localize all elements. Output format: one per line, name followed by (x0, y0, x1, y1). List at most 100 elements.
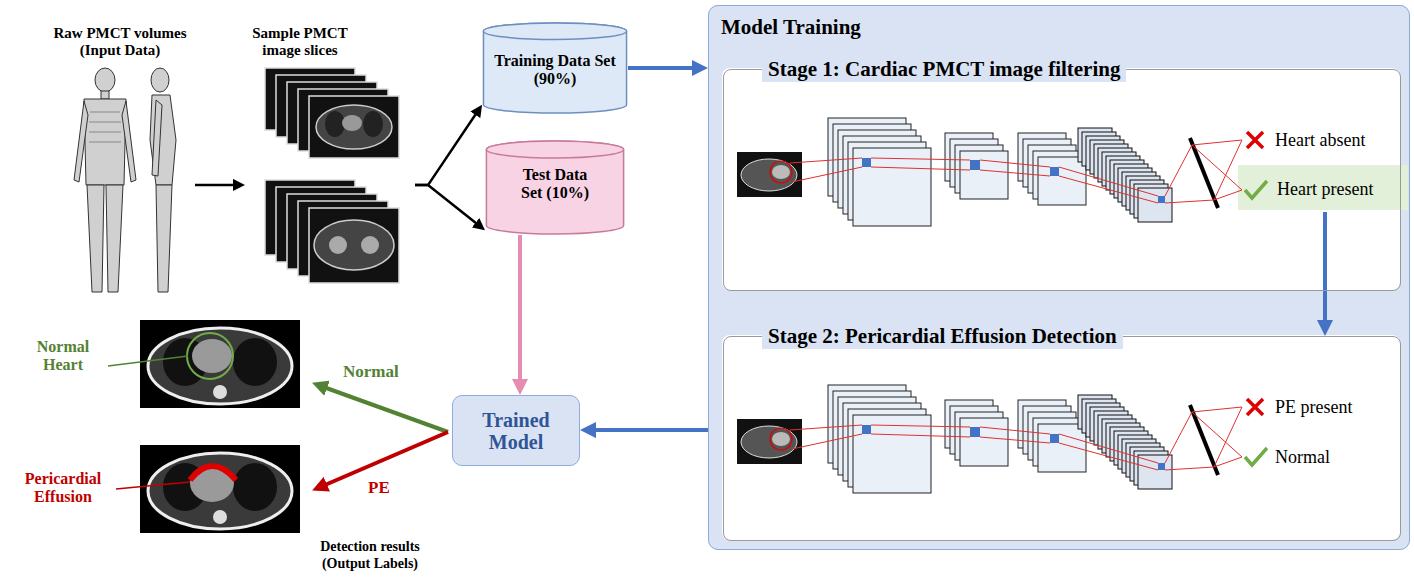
lung (363, 111, 383, 137)
connector-arrow (415, 185, 480, 226)
label: PE present (1275, 395, 1352, 419)
leader-line (116, 482, 190, 489)
label: Normal (343, 362, 399, 382)
head (151, 68, 169, 92)
spine (213, 385, 227, 399)
connector-arrow (628, 66, 700, 70)
cylinder-body (486, 141, 623, 234)
stage-box: Stage 2: Pericardial Effusion Detection (723, 336, 1401, 541)
label-holder: PE (368, 478, 390, 498)
conn-line (980, 160, 1050, 167)
stage-fill (722, 335, 1400, 540)
input-image (737, 152, 802, 197)
pelvis-slices (265, 180, 399, 283)
body-outline (314, 220, 394, 270)
conn-line (1214, 190, 1242, 200)
cnn-figure (737, 118, 1267, 226)
node-text: Raw PMCT volumes (Input Data) (45, 25, 195, 59)
label: Pericardial Effusion (14, 470, 112, 506)
conn-line (792, 167, 862, 182)
conn-line (980, 170, 1050, 176)
conn-line (1192, 145, 1242, 190)
label-holder: Normal Heart (22, 338, 104, 374)
bone (329, 236, 347, 254)
leg (106, 185, 123, 292)
conn-line (871, 158, 970, 160)
torso (150, 95, 176, 185)
body-side (150, 68, 176, 292)
body-front (74, 68, 136, 292)
bone (361, 236, 379, 254)
output-pe-image (140, 445, 300, 533)
label: Detection results (Output Labels) (298, 538, 442, 572)
stage-box: Stage 1: Cardiac PMCT image filteringHea… (723, 69, 1401, 291)
conn-line (1059, 167, 1158, 196)
image-group: Sample PMCT image slices (245, 25, 415, 295)
conn-line (1214, 140, 1242, 200)
node-text: Stage 2: Pericardial Effusion Detection (762, 323, 1123, 349)
cylinder-top (486, 141, 623, 158)
label: PE (368, 478, 390, 498)
chest-slices (265, 68, 399, 158)
cnn-figure (737, 385, 1267, 493)
arm (122, 101, 136, 182)
connector-arrow (195, 184, 239, 187)
connector-arrow (415, 110, 479, 185)
ct-frame (140, 320, 300, 408)
heart (342, 115, 362, 131)
node-text: Model Training (721, 14, 861, 40)
kernel (862, 158, 871, 167)
heart-circle (187, 333, 233, 379)
leader-line (108, 356, 188, 366)
torso (84, 99, 126, 185)
result-box: Heart present (1240, 167, 1410, 212)
label-holder: Heart absent (1275, 128, 1365, 152)
conn-line (1059, 176, 1158, 203)
arm (152, 100, 162, 176)
feature-map (960, 151, 1008, 199)
cylinder-body (483, 23, 626, 113)
neck (101, 91, 109, 99)
check-mark (1245, 181, 1267, 198)
conv-layer (945, 133, 1008, 199)
kernel (1050, 167, 1059, 176)
ct-frame (140, 445, 300, 533)
cross-mark (1247, 132, 1263, 148)
conv-layer (1078, 128, 1172, 222)
label-holder: Detection results (Output Labels) (298, 538, 442, 572)
body-outline (148, 453, 292, 529)
cylinder-top (483, 23, 626, 40)
database-cylinder: Training Data Set (90%) (482, 22, 628, 114)
connector-arrow (588, 428, 708, 432)
label: Heart absent (1275, 128, 1365, 152)
heart (772, 165, 790, 179)
kernel (1158, 196, 1165, 203)
database-cylinder: Test Data Set (10%) (485, 140, 625, 235)
leg (87, 185, 104, 292)
panel-fill (708, 5, 1410, 550)
output-normal-image (140, 320, 300, 408)
label-holder: Normal (343, 362, 399, 382)
lung (325, 111, 345, 137)
body-outline (316, 105, 392, 149)
lung (233, 338, 277, 386)
node-text: Sample PMCT image slices (245, 25, 355, 59)
dense-layer (1190, 138, 1218, 208)
node-text: Test Data Set (10%) (515, 166, 595, 202)
conn-line (1165, 200, 1214, 203)
slice (309, 96, 399, 158)
output-arrow (318, 385, 448, 432)
node-text: Stage 1: Cardiac PMCT image filtering (762, 56, 1126, 82)
training-panel: Model TrainingStage 1: Cardiac PMCT imag… (708, 5, 1410, 550)
conn-line (871, 167, 970, 170)
conv-layer (1018, 133, 1086, 205)
feature-map (853, 148, 931, 226)
connector-arrow (1323, 212, 1327, 328)
conv-layer (828, 118, 931, 226)
ribs (89, 112, 121, 142)
conn-line (1192, 140, 1242, 145)
label-holder: PE present (1275, 395, 1352, 419)
node-text: Training Data Set (90%) (490, 52, 620, 88)
